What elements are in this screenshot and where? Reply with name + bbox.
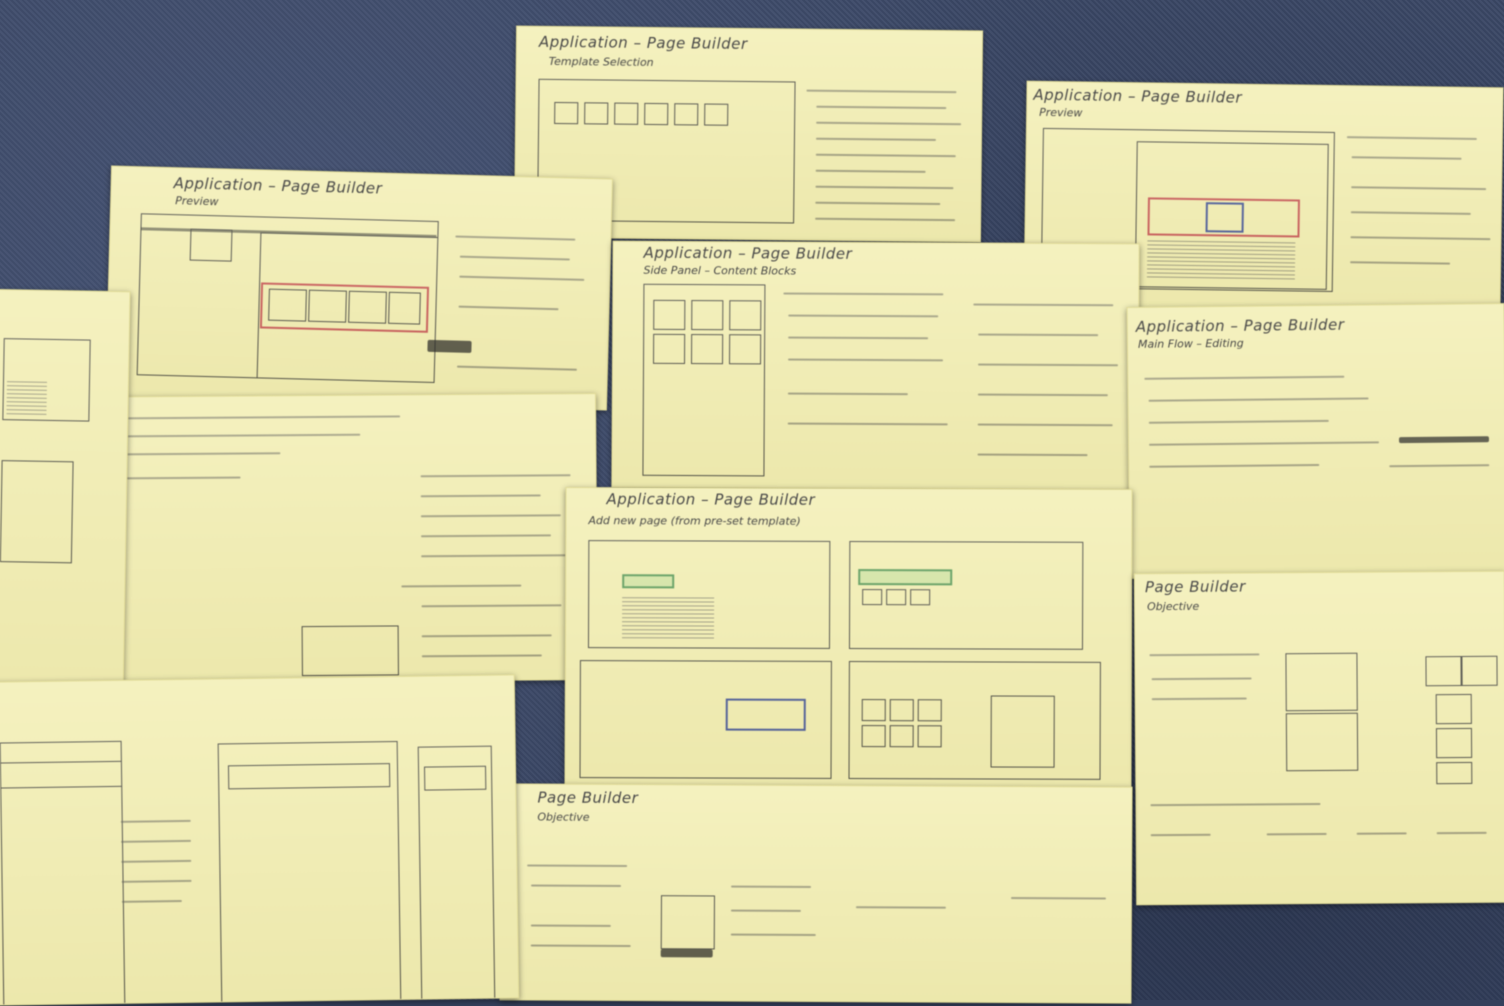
sidebar-sketch	[189, 228, 233, 262]
thumb	[584, 102, 609, 125]
thumb	[614, 102, 639, 125]
sheet-subtitle: Template Selection	[548, 54, 654, 70]
sheet-subtitle: Objective	[537, 810, 590, 824]
sheet-subtitle: Preview	[175, 194, 219, 209]
sheet-subtitle: Objective	[1147, 599, 1200, 614]
sketch-sheet-objective-bottom: Page Builder Objective	[499, 783, 1133, 1004]
sheet-subtitle: Side Panel – Content Blocks	[643, 263, 797, 278]
sheet-subtitle: Add new page (from pre-set template)	[588, 514, 801, 528]
sketch-sheet-main-flow: Application – Page Builder Main Flow – E…	[1126, 303, 1504, 579]
sketch-sheet-objective-right: Page Builder Objective	[1133, 570, 1504, 906]
sketch-sheet-preview-left: Application – Page Builder Preview	[105, 165, 613, 411]
sheet-title: Page Builder	[1144, 577, 1246, 597]
sketch-sheet-partial-left	[0, 288, 131, 704]
thumb	[644, 102, 669, 126]
thumb	[674, 103, 699, 126]
sheet-title: Application – Page Builder	[538, 32, 748, 53]
sheet-title: Application – Page Builder	[606, 490, 816, 509]
sheet-title: Application – Page Builder	[1033, 85, 1243, 107]
sheet-title: Application – Page Builder	[643, 243, 853, 263]
sketch-sheet-wireframes-bottom	[0, 674, 520, 1006]
thumb	[554, 101, 579, 125]
thumb	[704, 103, 729, 126]
sheet-subtitle: Preview	[1039, 105, 1083, 120]
sheet-subtitle: Main Flow – Editing	[1137, 336, 1244, 351]
sheet-title: Page Builder	[537, 788, 639, 808]
sketch-sheet-side-panel: Application – Page Builder Side Panel – …	[611, 240, 1140, 491]
sketch-sheet-storyboard: Application – Page Builder Add new page …	[564, 487, 1133, 791]
sheet-title: Application – Page Builder	[1135, 315, 1345, 336]
